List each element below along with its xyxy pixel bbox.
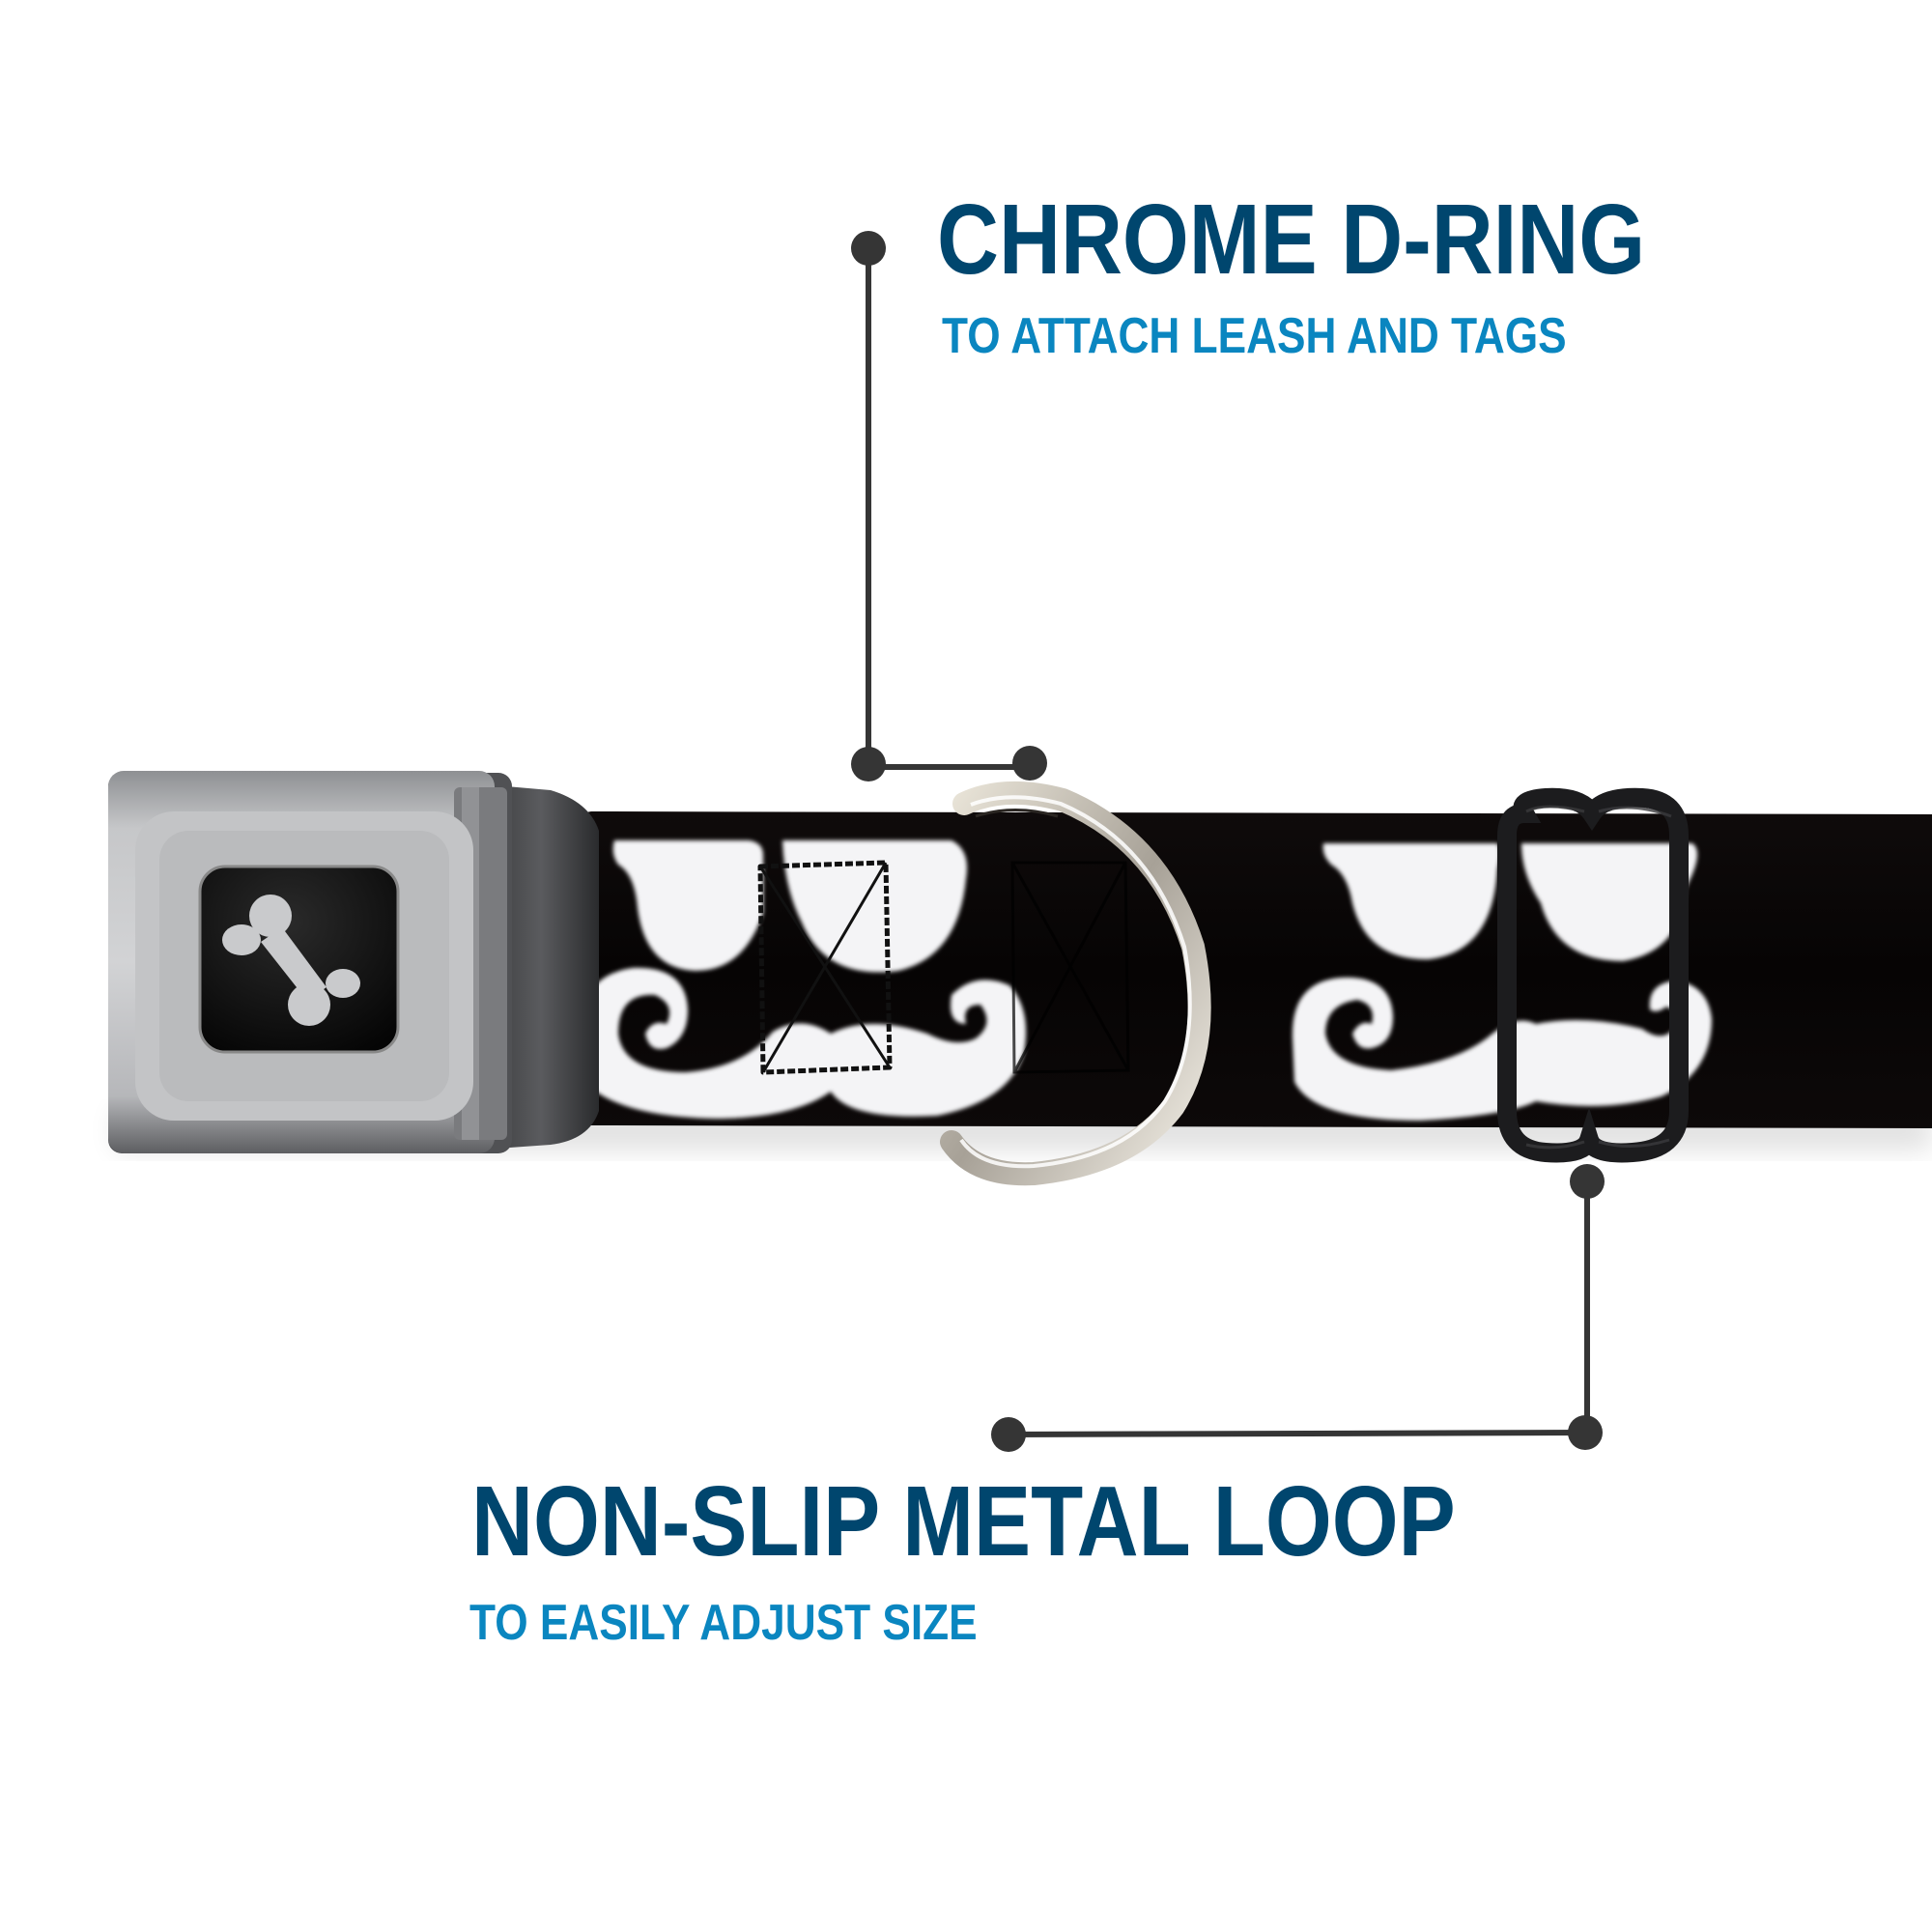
pattern-motif xyxy=(579,840,1027,1119)
pattern-motif xyxy=(1292,843,1712,1121)
bone-icon xyxy=(222,895,360,1026)
callout-metal-loop-subtitle-wrap: TO EASILY ADJUST SIZE xyxy=(469,1598,1066,1648)
callout-d-ring: CHROME D-RING xyxy=(937,189,1761,289)
stitching xyxy=(757,860,893,1075)
callout-title: CHROME D-RING xyxy=(937,184,1646,295)
connector-metal-loop xyxy=(991,1164,1605,1452)
connector-d-ring xyxy=(851,231,1047,781)
callout-subtitle: TO ATTACH LEASH AND TAGS xyxy=(942,308,1567,364)
seatbelt-buckle xyxy=(108,771,512,1153)
chrome-d-ring xyxy=(940,781,1211,1186)
callout-d-ring-subtitle-wrap: TO ATTACH LEASH AND TAGS xyxy=(942,311,1677,361)
callout-subtitle: TO EASILY ADJUST SIZE xyxy=(469,1595,978,1651)
callout-metal-loop: NON-SLIP METAL LOOP xyxy=(471,1471,1616,1571)
callout-title: NON-SLIP METAL LOOP xyxy=(471,1465,1456,1577)
